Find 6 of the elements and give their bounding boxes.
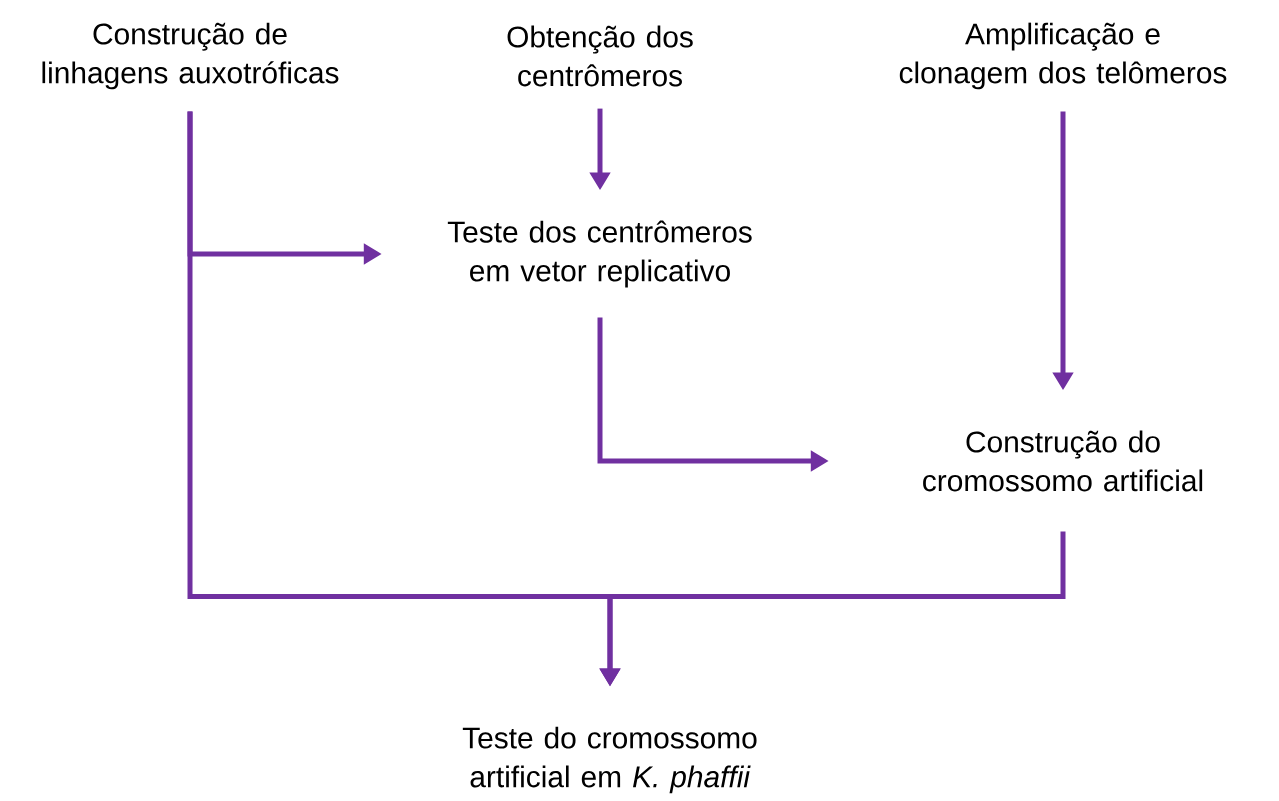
step-text: Construção de linhagens auxotróficas	[42, 22, 339, 90]
step-text: Teste do cromossomo artificial em K. phaffii	[462, 726, 757, 794]
step-text: Amplificação e clonagem dos telômeros	[899, 22, 1227, 90]
step-text: Obtenção dos centrômeros	[507, 25, 693, 87]
step-text: Construção do cromossomo artificial	[923, 430, 1203, 492]
step-text: Teste dos centrômeros em vetor replicativo	[447, 220, 752, 288]
